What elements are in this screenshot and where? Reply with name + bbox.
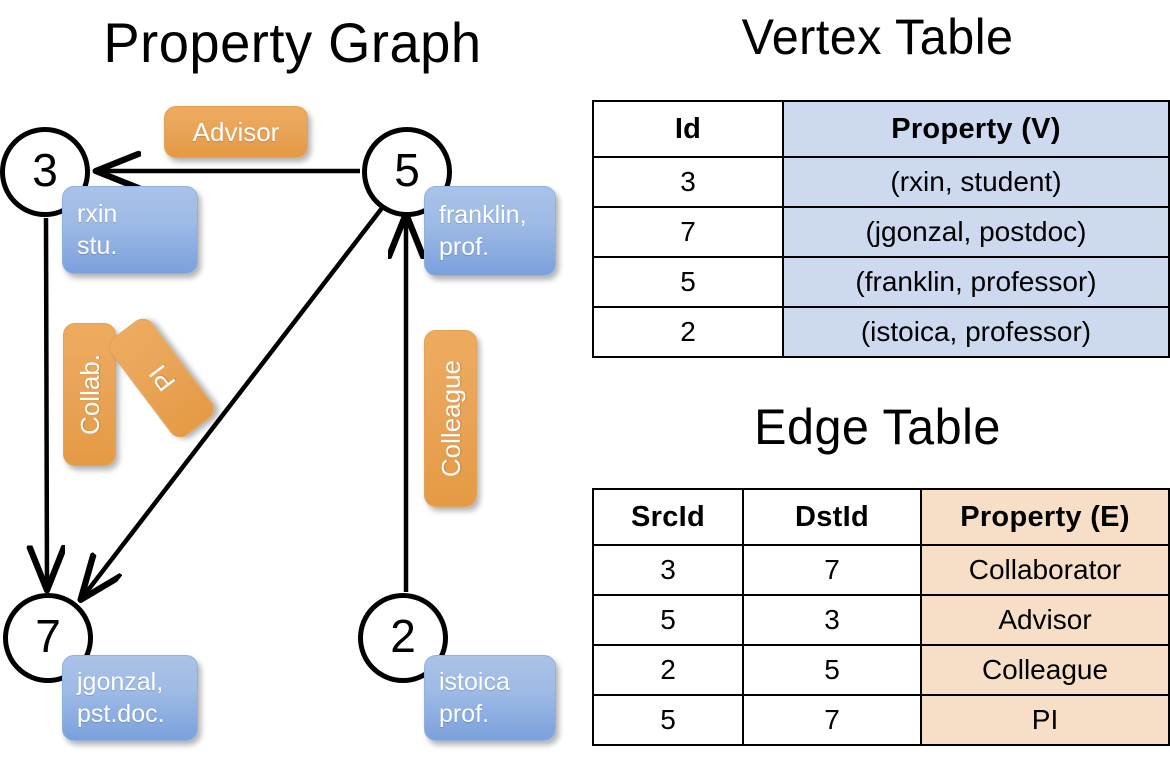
vertex-property-box-jgonzal-line1: jgonzal, <box>77 668 164 696</box>
edge-table-cell-srcid: 3 <box>592 544 744 596</box>
edge-table-cell-dstid: 3 <box>742 594 922 646</box>
graph-node-2[interactable]: 2 <box>358 593 448 683</box>
edge-table-cell-srcid: 5 <box>592 694 744 746</box>
vertex-property-box-franklin-line2: prof. <box>439 233 490 261</box>
property-graph-diagram: 3 5 7 2 rxin stu. franklin, prof. jgonza… <box>0 0 585 760</box>
edge-label-box-advisor[interactable]: Advisor <box>164 106 308 158</box>
vertex-table-cell-id: 5 <box>592 256 784 308</box>
vertex-table-header-row: Id Property (V) <box>592 100 1170 158</box>
vertex-table-cell-property: (jgonzal, postdoc) <box>782 206 1170 258</box>
edge-table-header-row: SrcId DstId Property (E) <box>592 488 1170 546</box>
vertex-table-cell-property: (istoica, professor) <box>782 306 1170 358</box>
vertex-property-box-franklin[interactable]: franklin, prof. <box>424 186 556 276</box>
table-row[interactable]: 2 5 Colleague <box>592 644 1170 696</box>
table-row[interactable]: 2 (istoica, professor) <box>592 306 1170 358</box>
edge-table-cell-property: Advisor <box>920 594 1170 646</box>
graph-node-2-label: 2 <box>390 610 416 662</box>
vertex-table-cell-id: 3 <box>592 156 784 208</box>
vertex-property-box-rxin-line2: stu. <box>77 232 118 260</box>
page-title-property-graph: Property Graph <box>103 11 482 74</box>
vertex-table-cell-property: (rxin, student) <box>782 156 1170 208</box>
graph-node-3-label: 3 <box>32 144 58 196</box>
edge-label-pi-text: PI <box>142 359 181 397</box>
table-row[interactable]: 3 7 Collaborator <box>592 544 1170 596</box>
vertex-table-cell-id: 2 <box>592 306 784 358</box>
vertex-property-box-rxin-line1: rxin <box>77 200 118 228</box>
vertex-property-box-istoica-line2: prof. <box>439 700 490 728</box>
edge-table-header-srcid: SrcId <box>592 488 744 546</box>
table-row[interactable]: 5 (franklin, professor) <box>592 256 1170 308</box>
edge-table: SrcId DstId Property (E) 3 7 Collaborato… <box>592 488 1170 746</box>
edge-table-cell-dstid: 7 <box>742 544 922 596</box>
edge-arrow-3-to-7 <box>46 217 47 588</box>
table-row[interactable]: 7 (jgonzal, postdoc) <box>592 206 1170 258</box>
edge-table-cell-dstid: 7 <box>742 694 922 746</box>
edge-label-box-colleague[interactable]: Colleague <box>424 330 477 507</box>
vertex-property-box-istoica[interactable]: istoica prof. <box>424 655 556 741</box>
edge-table-cell-dstid: 5 <box>742 644 922 696</box>
edge-label-colleague-text: Colleague <box>435 359 466 478</box>
vertex-property-box-jgonzal[interactable]: jgonzal, pst.doc. <box>62 655 198 741</box>
edge-table-cell-property: PI <box>920 694 1170 746</box>
edge-table-cell-property: Colleague <box>920 644 1170 696</box>
vertex-table-cell-property: (franklin, professor) <box>782 256 1170 308</box>
page-title-vertex-table: Vertex Table <box>741 9 1014 65</box>
vertex-table-header-property: Property (V) <box>782 100 1170 158</box>
edge-label-box-collab[interactable]: Collab. <box>63 323 116 466</box>
graph-node-7-label: 7 <box>35 610 61 662</box>
vertex-table-cell-id: 7 <box>592 206 784 258</box>
edge-table-cell-srcid: 5 <box>592 594 744 646</box>
edge-table-cell-srcid: 2 <box>592 644 744 696</box>
edge-table-header-property: Property (E) <box>920 488 1170 546</box>
table-row[interactable]: 5 3 Advisor <box>592 594 1170 646</box>
vertex-property-box-jgonzal-line2: pst.doc. <box>77 700 165 728</box>
page-title-edge-table: Edge Table <box>754 399 1001 455</box>
edge-table-cell-property: Collaborator <box>920 544 1170 596</box>
vertex-property-box-rxin[interactable]: rxin stu. <box>62 186 198 274</box>
vertex-table: Id Property (V) 3 (rxin, student) 7 (jgo… <box>592 100 1170 358</box>
table-row[interactable]: 5 7 PI <box>592 694 1170 746</box>
vertex-table-header-id: Id <box>592 100 784 158</box>
vertex-property-box-istoica-line1: istoica <box>439 668 510 696</box>
table-row[interactable]: 3 (rxin, student) <box>592 156 1170 208</box>
edge-table-header-dstid: DstId <box>742 488 922 546</box>
graph-node-5-label: 5 <box>394 144 420 196</box>
edge-label-advisor-text: Advisor <box>192 117 280 147</box>
edge-label-collab-text: Collab. <box>74 354 105 435</box>
edge-arrow-5-to-7 <box>82 206 384 598</box>
graph-edge-arrows <box>0 0 585 760</box>
vertex-property-box-franklin-line1: franklin, <box>439 201 527 229</box>
